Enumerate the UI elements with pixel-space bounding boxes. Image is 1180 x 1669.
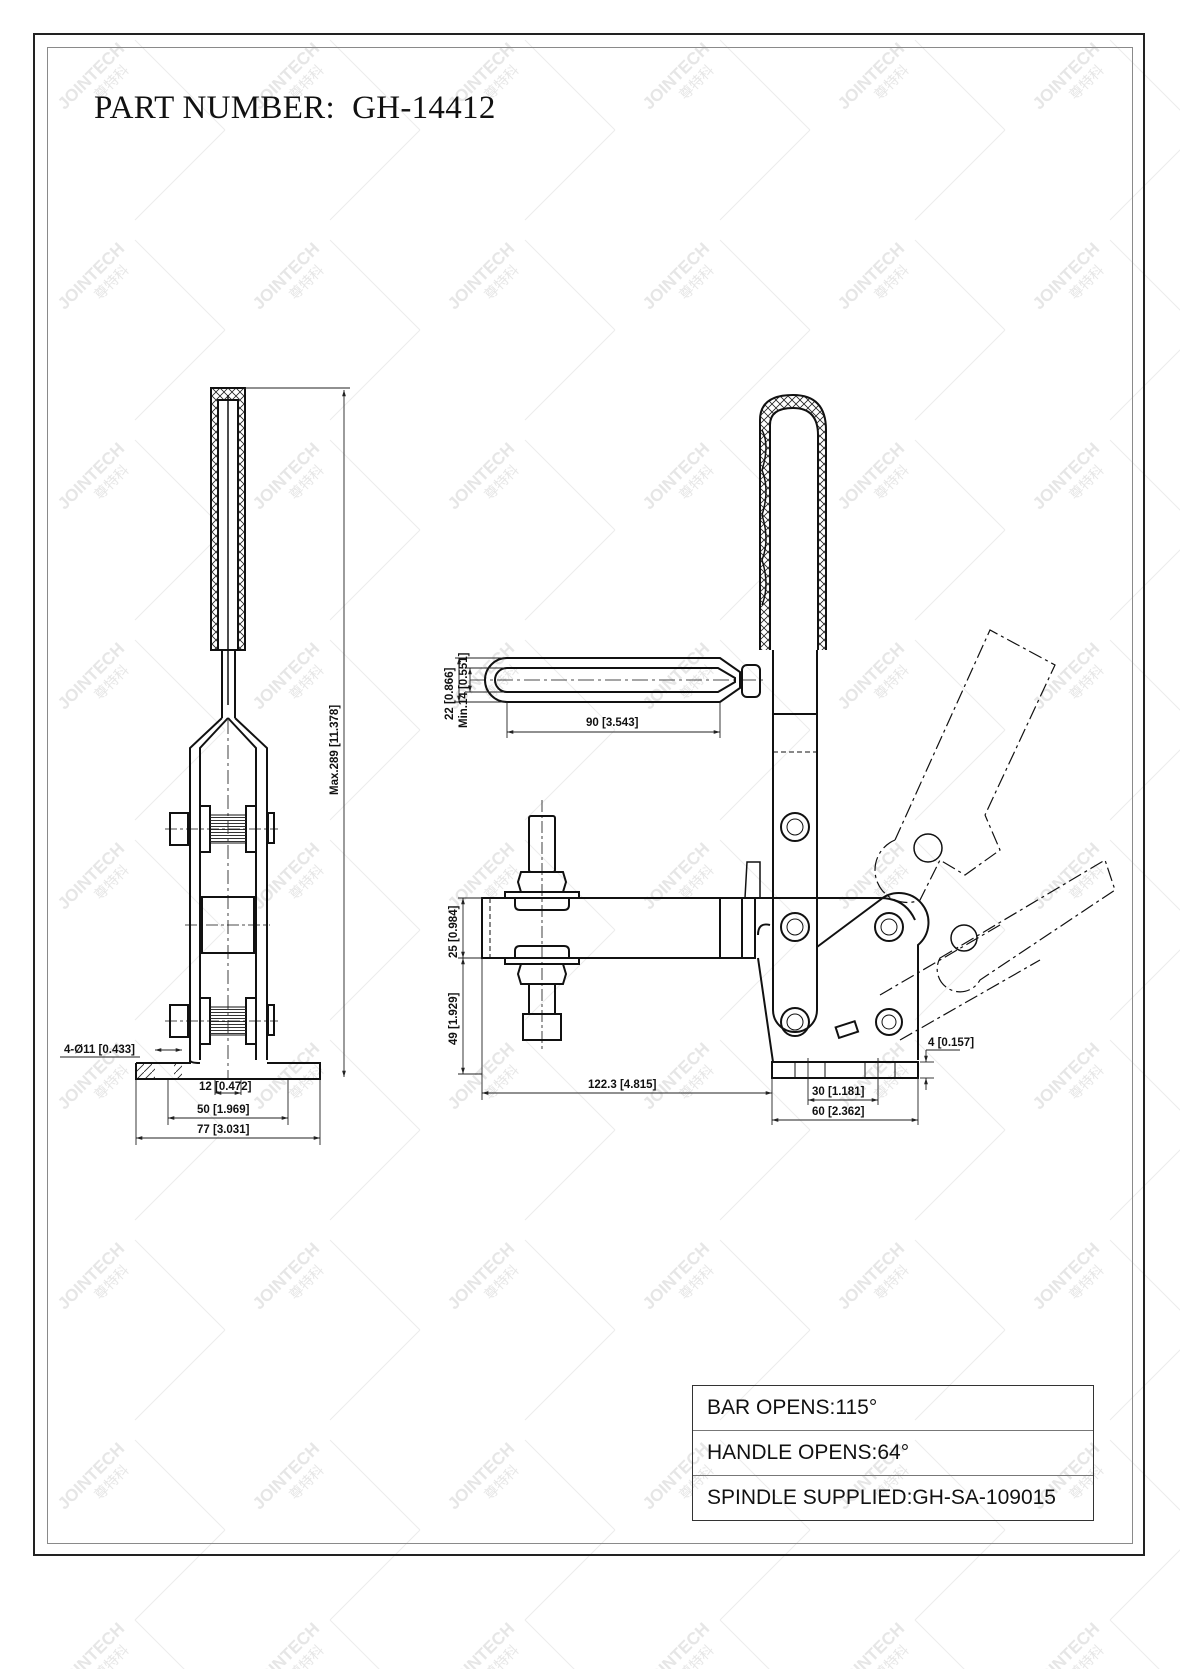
front-view-center-block xyxy=(185,896,270,954)
clamp-bar xyxy=(481,861,916,959)
front-view-dimensions xyxy=(60,387,350,1145)
handle-pivot-bottom xyxy=(780,1007,810,1037)
dim-base-thickness: 4 [0.157] xyxy=(928,1037,974,1049)
dim-overall-height: Max.289 [11.378] xyxy=(329,705,341,795)
linkage-link xyxy=(816,892,930,1060)
part-number-value: GH-14412 xyxy=(352,90,496,126)
dim-spindle-slot-width: 22 [0.866] xyxy=(444,667,456,720)
side-view xyxy=(470,393,1116,1079)
spec-table: BAR OPENS:115° HANDLE OPENS:64° SPINDLE … xyxy=(692,1385,1094,1521)
open-position-phantom xyxy=(874,629,1116,1041)
spindle-stud-bottom xyxy=(504,800,580,1050)
handle-pivot-top xyxy=(780,812,810,842)
dim-base-hole-spacing: 30 [1.181] xyxy=(812,1086,865,1098)
dim-inner-width: 12 [0.472] xyxy=(199,1081,252,1093)
spec-bar-opens: BAR OPENS:115° xyxy=(693,1386,1093,1431)
dim-bar-thickness: 25 [0.984] xyxy=(448,905,460,958)
handle-pivot-mid xyxy=(780,912,810,942)
front-view-lower-pivot xyxy=(165,997,278,1045)
front-view xyxy=(135,387,321,1080)
front-view-upper-pivot xyxy=(165,805,278,853)
dim-hole-spacing: 50 [1.969] xyxy=(197,1104,250,1116)
front-view-handle-grip xyxy=(210,387,246,718)
drawing-border-inner xyxy=(47,47,1133,1544)
spec-spindle-supplied: SPINDLE SUPPLIED:GH-SA-109015 xyxy=(707,1486,1056,1509)
dim-base-width: 77 [3.031] xyxy=(197,1124,250,1136)
part-number-label: PART NUMBER: xyxy=(94,90,335,126)
part-number-title: PART NUMBER: GH-14412 xyxy=(94,90,496,127)
side-view-handle-grip xyxy=(759,393,827,650)
dim-spindle-slot-min: Min.14 [0.551] xyxy=(458,652,470,728)
side-view-dimensions xyxy=(455,657,960,1125)
drawing-border-outer xyxy=(33,33,1145,1556)
dim-spindle-slot-length: 90 [3.543] xyxy=(586,717,639,729)
spindle-slot xyxy=(470,657,765,703)
spec-handle-opens: HANDLE OPENS:64° xyxy=(693,1431,1093,1476)
side-view-handle-bar xyxy=(772,650,818,1033)
dim-bar-reach: 122.3 [4.815] xyxy=(588,1079,657,1091)
dim-bar-height: 49 [1.929] xyxy=(448,992,460,1045)
front-view-base xyxy=(135,1059,321,1080)
dim-base-length: 60 [2.362] xyxy=(812,1106,865,1118)
clamp-body xyxy=(757,923,919,1079)
front-view-fork xyxy=(189,717,268,1060)
dim-hole-spec: 4-Ø11 [0.433] xyxy=(64,1044,135,1056)
